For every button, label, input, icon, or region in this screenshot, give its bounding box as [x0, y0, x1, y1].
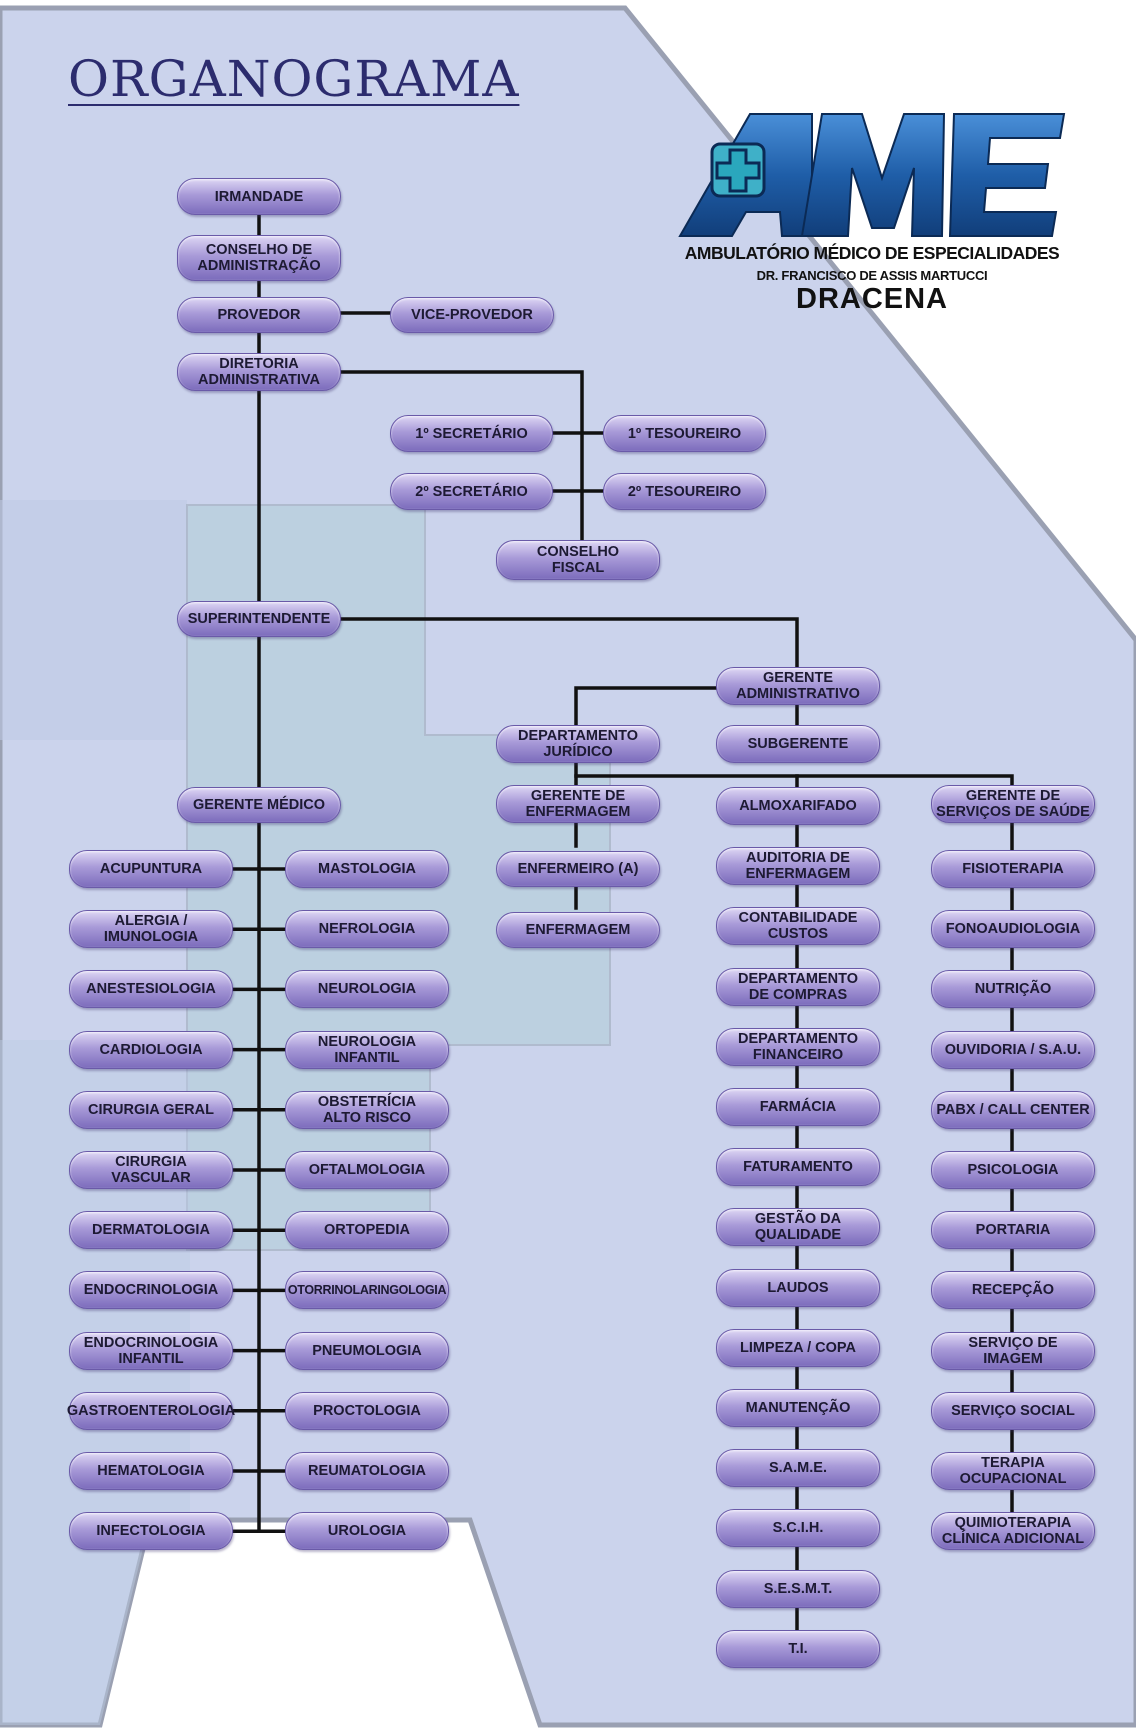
specialty-right: ORTOPEDIA: [285, 1211, 449, 1250]
node-enfermagem: ENFERMAGEM: [496, 912, 660, 948]
node-subgerente: SUBGERENTE: [716, 725, 880, 763]
node-gerente-servicos-saude: GERENTE DE SERVIÇOS DE SAÚDE: [931, 785, 1095, 823]
admin-department: LIMPEZA / COPA: [716, 1328, 880, 1367]
specialty-left: CIRURGIA VASCULAR: [69, 1151, 233, 1189]
specialty-right: REUMATOLOGIA: [285, 1452, 449, 1490]
specialty-right: NEUROLOGIA: [285, 970, 449, 1009]
admin-department: MANUTENÇÃO: [716, 1389, 880, 1427]
node-1-tesoureiro: 1º TESOUREIRO: [603, 415, 766, 452]
node-gerente-administrativo: GERENTE ADMINISTRATIVO: [716, 667, 880, 705]
node-diretoria-administrativa: DIRETORIA ADMINISTRATIVA: [177, 353, 341, 391]
specialty-right: NEFROLOGIA: [285, 910, 449, 949]
admin-department: LAUDOS: [716, 1268, 880, 1307]
health-service: SERVIÇO SOCIAL: [931, 1391, 1095, 1430]
node-conselho-fiscal: CONSELHO FISCAL: [496, 540, 660, 580]
node-departamento-juridico: DEPARTAMENTO JURÍDICO: [496, 725, 660, 763]
specialty-left: ACUPUNTURA: [69, 850, 233, 888]
admin-department: DEPARTAMENTO FINANCEIRO: [716, 1027, 880, 1066]
specialty-left: DERMATOLOGIA: [69, 1211, 233, 1250]
admin-department: ALMOXARIFADO: [716, 787, 880, 825]
admin-department: FARMÁCIA: [716, 1088, 880, 1126]
health-service: FISIOTERAPIA: [931, 850, 1095, 888]
logo-city-line: DRACENA: [796, 283, 948, 315]
node-enfermeiro: ENFERMEIRO (A): [496, 851, 660, 887]
specialty-left: INFECTOLOGIA: [69, 1512, 233, 1551]
node-2-tesoureiro: 2º TESOUREIRO: [603, 473, 766, 510]
admin-department: FATURAMENTO: [716, 1148, 880, 1187]
specialty-right: MASTOLOGIA: [285, 850, 449, 888]
node-vice-provedor: VICE-PROVEDOR: [390, 297, 554, 333]
specialty-left: CARDIOLOGIA: [69, 1030, 233, 1069]
specialty-left: ANESTESIOLOGIA: [69, 970, 233, 1009]
ame-logo-mark: [678, 113, 1066, 237]
node-provedor: PROVEDOR: [177, 297, 341, 333]
logo-honoree-line: DR. FRANCISCO DE ASSIS MARTUCCI: [756, 268, 988, 283]
node-conselho-administracao: CONSELHO DE ADMINISTRAÇÃO: [177, 235, 341, 281]
specialty-right: OTORRINOLARINGOLOGIA: [285, 1271, 449, 1310]
node-gerente-enfermagem: GERENTE DE ENFERMAGEM: [496, 785, 660, 823]
specialty-left: GASTROENTEROLOGIA: [67, 1391, 235, 1430]
health-service: NUTRIÇÃO: [931, 970, 1095, 1009]
health-service: PORTARIA: [931, 1211, 1095, 1250]
admin-department: S.A.M.E.: [716, 1449, 880, 1488]
node-2-secretario: 2º SECRETÁRIO: [390, 473, 553, 510]
specialty-right: OBSTETRÍCIA ALTO RISCO: [285, 1090, 449, 1129]
node-superintendente: SUPERINTENDENTE: [177, 601, 341, 637]
health-service: PABX / CALL CENTER: [931, 1090, 1095, 1129]
specialty-right: NEUROLOGIA INFANTIL: [285, 1030, 449, 1069]
page-title: ORGANOGRAMA: [68, 50, 520, 108]
specialty-right: PROCTOLOGIA: [285, 1391, 449, 1430]
specialty-left: ALERGIA / IMUNOLOGIA: [69, 910, 233, 949]
health-service: OUVIDORIA / S.A.U.: [931, 1030, 1095, 1069]
admin-department: S.C.I.H.: [716, 1509, 880, 1548]
health-service: FONOAUDIOLOGIA: [931, 910, 1095, 949]
specialty-left: HEMATOLOGIA: [69, 1452, 233, 1490]
admin-department: AUDITORIA DE ENFERMAGEM: [716, 847, 880, 886]
specialty-right: OFTALMOLOGIA: [285, 1151, 449, 1189]
ame-logo: AMBULATÓRIO MÉDICO DE ESPECIALIDADES DR.…: [672, 108, 1072, 323]
health-service: SERVIÇO DE IMAGEM: [931, 1331, 1095, 1370]
node-gerente-medico: GERENTE MÉDICO: [177, 787, 341, 823]
specialty-right: PNEUMOLOGIA: [285, 1331, 449, 1370]
admin-department: GESTÃO DA QUALIDADE: [716, 1208, 880, 1247]
node-1-secretario: 1º SECRETÁRIO: [390, 415, 553, 452]
health-service: PSICOLOGIA: [931, 1151, 1095, 1189]
health-service: QUIMIOTERAPIA CLÍNICA ADICIONAL: [931, 1512, 1095, 1551]
health-service: TERAPIA OCUPACIONAL: [931, 1452, 1095, 1490]
admin-department: DEPARTAMENTO DE COMPRAS: [716, 967, 880, 1006]
specialty-left: ENDOCRINOLOGIA INFANTIL: [69, 1331, 233, 1370]
specialty-right: UROLOGIA: [285, 1512, 449, 1551]
logo-name-line: AMBULATÓRIO MÉDICO DE ESPECIALIDADES: [684, 243, 1060, 263]
admin-department: T.I.: [716, 1629, 880, 1668]
specialty-left: CIRURGIA GERAL: [69, 1090, 233, 1129]
specialty-left: ENDOCRINOLOGIA: [69, 1271, 233, 1310]
health-service: RECEPÇÃO: [931, 1271, 1095, 1310]
admin-department: CONTABILIDADE CUSTOS: [716, 907, 880, 946]
admin-department: S.E.S.M.T.: [716, 1569, 880, 1608]
node-irmandade: IRMANDADE: [177, 178, 341, 215]
